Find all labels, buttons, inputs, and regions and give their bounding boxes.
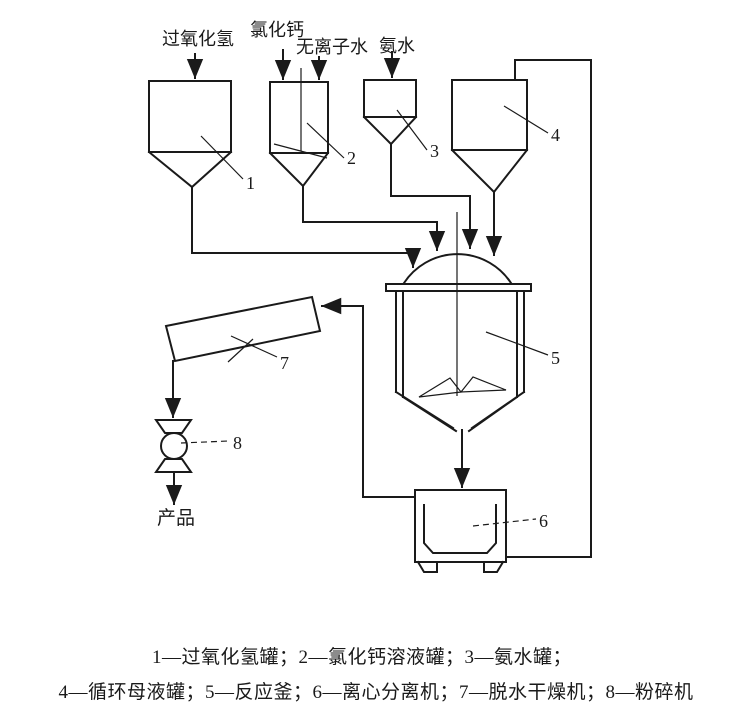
tank-1-hydrogen-peroxide: 1 xyxy=(147,80,422,268)
caption-line-2: 4—循环母液罐；5—反应釜；6—离心分离机；7—脱水干燥机；8—粉碎机 xyxy=(58,681,693,703)
leader-7 xyxy=(227,335,278,363)
label-deionized-water: 无离子水 xyxy=(296,37,368,57)
number-8: 8 xyxy=(233,433,242,453)
pipe-recycle-to-tank4 xyxy=(505,59,592,558)
reactor-cone xyxy=(394,390,526,433)
dryer-7: 7 xyxy=(164,295,322,418)
label-hydrogen-peroxide: 过氧化氢 xyxy=(162,29,234,49)
centrifuge-foot-left xyxy=(416,560,438,573)
crusher-bottom-funnel xyxy=(154,458,193,473)
reactor-flange xyxy=(385,283,532,292)
caption-line-1: 1—过氧化氢罐；2—氯化钙溶液罐；3—氨水罐； xyxy=(152,646,572,668)
leader-5 xyxy=(485,331,549,356)
tank-1-body xyxy=(148,80,232,153)
tank-2-body xyxy=(269,81,329,154)
tank-3-cone xyxy=(362,115,418,146)
tank-2-agitator-blade xyxy=(273,143,328,159)
label-calcium-chloride: 氯化钙 xyxy=(250,20,304,40)
label-product: 产品 xyxy=(157,507,195,529)
reactor-inner-wall xyxy=(402,290,518,398)
leader-1 xyxy=(200,135,244,180)
tank-3-ammonia: 3 xyxy=(362,79,479,249)
leader-3 xyxy=(396,109,428,151)
crusher-rotor xyxy=(160,432,188,460)
dryer-body xyxy=(164,295,322,363)
agitator-blade-left xyxy=(418,377,463,398)
tank-3-body xyxy=(363,79,417,118)
leader-8 xyxy=(180,440,230,444)
crusher-8: 8 xyxy=(154,419,242,505)
tank-4-cone xyxy=(450,148,529,194)
number-5: 5 xyxy=(551,348,560,368)
number-4: 4 xyxy=(551,125,560,145)
pipe-tank2-to-reactor xyxy=(302,185,446,251)
centrifuge-basket xyxy=(423,504,497,554)
number-2: 2 xyxy=(347,148,356,168)
pipe-tank3-to-reactor xyxy=(390,143,479,249)
tank-2-cone xyxy=(268,151,330,188)
leader-6 xyxy=(472,518,537,527)
pipe-tank1-to-reactor xyxy=(191,186,422,268)
number-7: 7 xyxy=(280,353,289,373)
centrifuge-6: 6 xyxy=(414,489,548,573)
agitator-blade-right xyxy=(459,376,507,393)
leader-4 xyxy=(503,105,549,134)
centrifuge-foot-right xyxy=(483,560,505,573)
number-1: 1 xyxy=(246,173,255,193)
reactor-outer-wall xyxy=(395,290,525,393)
number-3: 3 xyxy=(430,141,439,161)
leader-2 xyxy=(306,122,345,159)
tank-4-body xyxy=(451,79,528,151)
tank-2-cacl2-solution: 2 xyxy=(268,68,446,251)
tank-4-mother-liquor: 4 xyxy=(450,79,560,256)
pipe-centrifuge-to-dryer xyxy=(321,297,416,498)
crusher-top-funnel xyxy=(154,419,193,434)
label-ammonia-water: 氨水 xyxy=(379,36,415,56)
number-6: 6 xyxy=(539,511,548,531)
centrifuge-housing xyxy=(414,489,507,563)
tank-1-cone xyxy=(147,150,233,189)
reactor-5: 5 xyxy=(385,212,560,488)
